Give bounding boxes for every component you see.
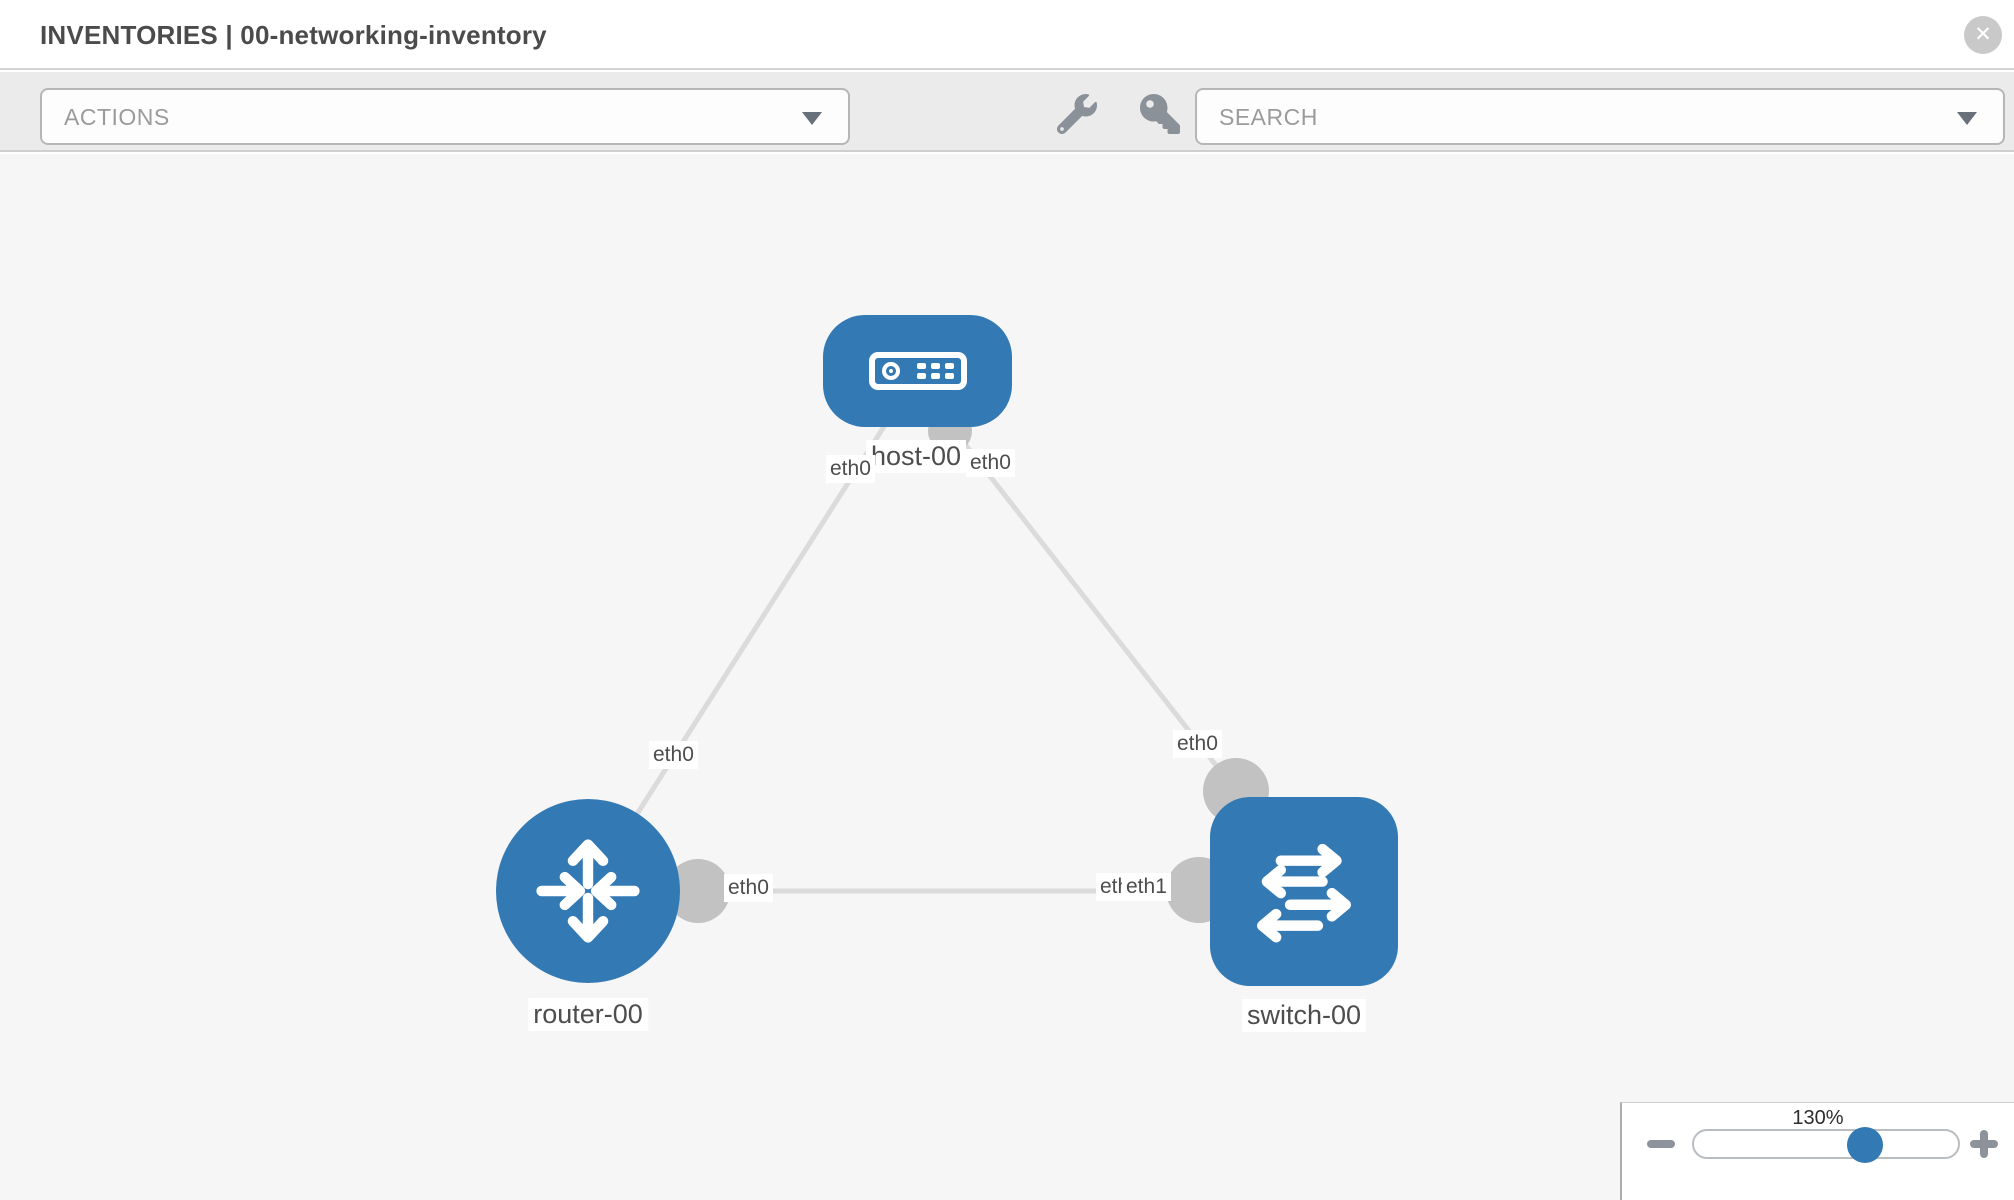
- zoom-slider-track[interactable]: [1692, 1129, 1960, 1159]
- key-icon[interactable]: [1138, 94, 1182, 134]
- node-label-router: router-00: [528, 998, 648, 1031]
- actions-dropdown-label: ACTIONS: [64, 104, 170, 130]
- iface-label-host-switch-switch-end: eth0: [1173, 730, 1222, 758]
- zoom-slider-knob[interactable]: [1847, 1127, 1883, 1163]
- switch-icon: [1257, 843, 1351, 942]
- iface-label-host-router-router-end: eth0: [649, 741, 698, 769]
- toolbar: ACTIONS SEARCH: [0, 72, 2014, 152]
- iface-label-router-switch-switch-end-over: eth1: [1122, 873, 1171, 901]
- zoom-percentage: 130%: [1792, 1107, 1844, 1129]
- node-label-switch: switch-00: [1241, 999, 1367, 1032]
- node-switch-00[interactable]: [1210, 797, 1398, 986]
- wrench-icon[interactable]: [1055, 94, 1099, 135]
- topology-canvas[interactable]: host-00 router-00 switch-00 eth0 eth0 et…: [0, 154, 2014, 1200]
- search-dropdown[interactable]: SEARCH: [1195, 88, 2005, 145]
- actions-dropdown[interactable]: ACTIONS: [40, 88, 850, 145]
- iface-label-host-router-host-end: eth0: [826, 455, 875, 483]
- host-icon-ring: [882, 362, 900, 380]
- host-icon: [869, 352, 967, 390]
- search-dropdown-label: SEARCH: [1219, 104, 1318, 130]
- iface-label-router-switch-router-end: eth0: [724, 874, 773, 902]
- zoom-out-minus-icon[interactable]: [1647, 1140, 1675, 1148]
- zoom-panel: 130%: [1620, 1102, 2014, 1200]
- page-title: INVENTORIES | 00-networking-inventory: [40, 20, 547, 50]
- node-host-00[interactable]: [823, 315, 1012, 427]
- chevron-down-icon: [802, 112, 822, 125]
- header: INVENTORIES | 00-networking-inventory ✕: [0, 0, 2014, 70]
- node-router-00[interactable]: [496, 799, 680, 983]
- chevron-down-icon: [1957, 112, 1977, 125]
- iface-label-host-switch-host-end: eth0: [966, 449, 1015, 477]
- zoom-in-plus-icon[interactable]: [1970, 1130, 1998, 1158]
- node-label-host: host-00: [865, 440, 967, 473]
- router-icon: [536, 839, 640, 943]
- close-icon[interactable]: ✕: [1964, 16, 2002, 54]
